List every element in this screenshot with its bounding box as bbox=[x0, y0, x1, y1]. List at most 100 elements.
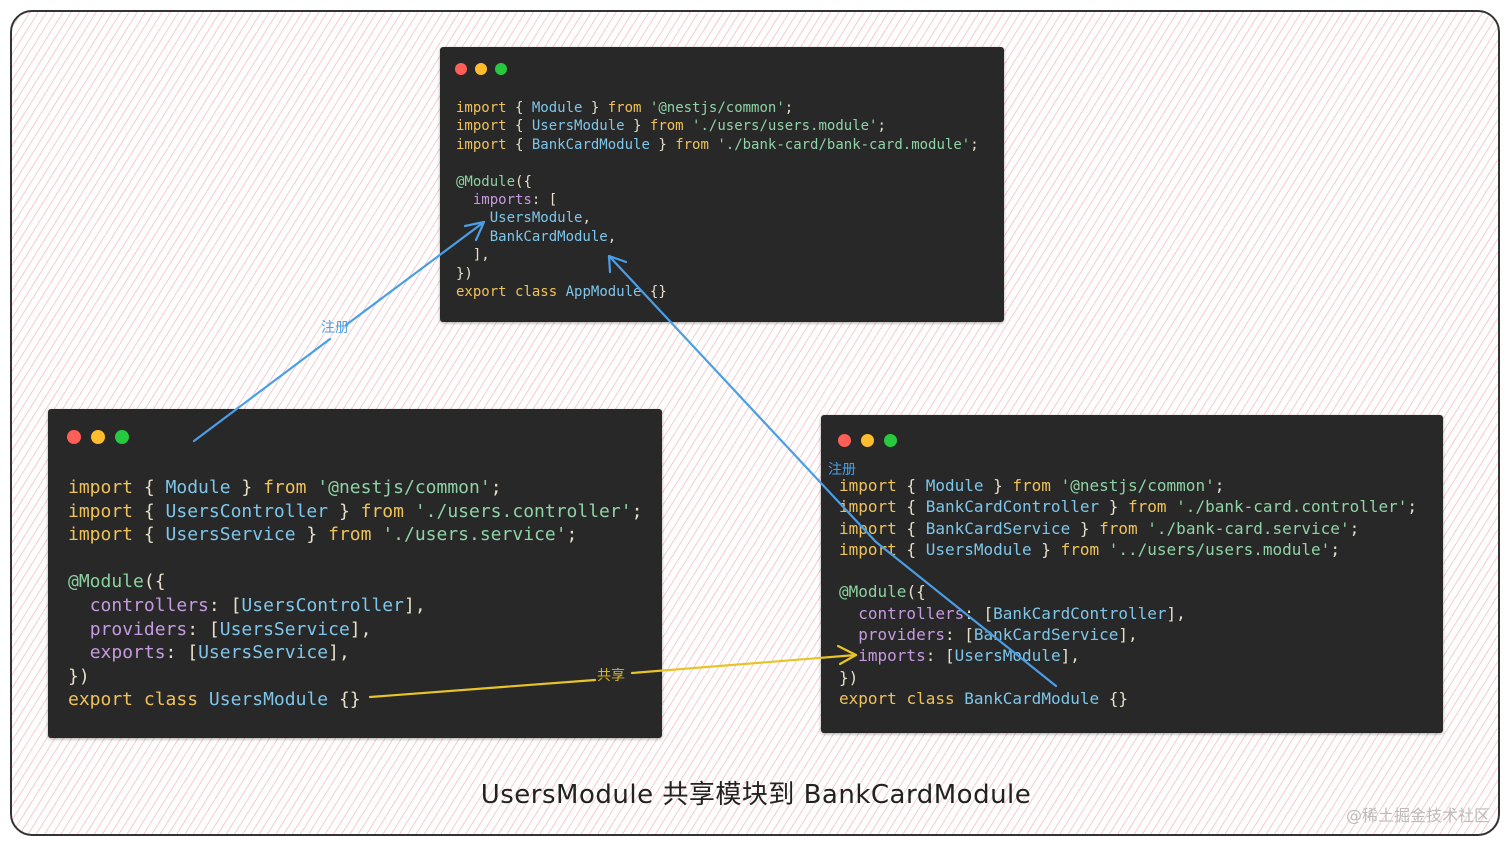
code-token: from bbox=[675, 136, 709, 153]
code-token: : [ bbox=[208, 594, 242, 616]
code-line: UsersModule, bbox=[456, 209, 979, 227]
code-line: import { Module } from '@nestjs/common'; bbox=[68, 476, 642, 500]
code-line: import { BankCardModule } from './bank-c… bbox=[456, 136, 979, 154]
code-line: }) bbox=[68, 665, 642, 689]
code-token: BankCardService bbox=[925, 518, 1071, 538]
code-token: }) bbox=[839, 667, 859, 687]
code-token: import bbox=[839, 518, 897, 538]
code-token: import bbox=[456, 136, 507, 153]
code-token: '@nestjs/common' bbox=[317, 477, 491, 498]
code-line: import { UsersModule } from '../users/us… bbox=[839, 539, 1417, 560]
code-line: @Module({ bbox=[839, 581, 1417, 602]
code-token: BankCardService bbox=[973, 625, 1119, 645]
code-token: providers bbox=[858, 625, 945, 645]
code-token: Module bbox=[165, 477, 231, 498]
code-token: } bbox=[624, 118, 650, 135]
register-users-arrow bbox=[192, 220, 486, 443]
maximize-dot-icon bbox=[495, 63, 507, 75]
code-token: './bank-card.controller' bbox=[1176, 497, 1408, 517]
code-token: AppModule bbox=[565, 284, 642, 301]
code-token: ], bbox=[456, 247, 490, 264]
code-token: } bbox=[582, 100, 608, 116]
code-token: } bbox=[295, 524, 329, 546]
code-token: ], bbox=[1166, 603, 1186, 623]
code-token: { bbox=[133, 477, 166, 498]
code-token: from bbox=[328, 524, 372, 546]
code-line: }) bbox=[456, 265, 979, 283]
code-token: { bbox=[896, 497, 926, 517]
code-token: export bbox=[456, 284, 507, 301]
code-token: UsersService bbox=[198, 642, 329, 664]
code-token: export bbox=[68, 689, 134, 711]
code-token: } bbox=[1031, 539, 1061, 559]
code-token: ; bbox=[784, 100, 794, 116]
code-token: ({ bbox=[906, 582, 926, 602]
code-token: ({ bbox=[143, 571, 166, 593]
code-token: './bank-card/bank-card.module' bbox=[717, 136, 971, 153]
code-line: BankCardModule, bbox=[456, 228, 979, 246]
code-token: from bbox=[1012, 476, 1051, 495]
maximize-dot-icon bbox=[115, 430, 129, 444]
code-token: class bbox=[143, 689, 199, 711]
code-line: exports: [UsersService], bbox=[68, 641, 642, 665]
register-bank-label: 注册 bbox=[828, 462, 856, 478]
code-line: import { Module } from '@nestjs/common'; bbox=[456, 99, 979, 117]
code-token: @Module bbox=[456, 173, 516, 190]
code-token: : [ bbox=[925, 646, 955, 666]
code-token: './bank-card.service' bbox=[1147, 518, 1350, 538]
code-token: , bbox=[607, 228, 617, 245]
code-token: ; bbox=[970, 136, 979, 153]
code-token: { bbox=[506, 118, 532, 135]
code-token: BankCardModule bbox=[964, 688, 1100, 708]
code-line: import { UsersController } from './users… bbox=[68, 500, 642, 524]
code-token: import bbox=[839, 476, 897, 495]
users-module-code-window: import { Module } from '@nestjs/common';… bbox=[48, 409, 662, 738]
code-token: ], bbox=[349, 618, 372, 640]
watermark: @稀土掘金技术社区 bbox=[1345, 806, 1490, 825]
code-token: from bbox=[1060, 539, 1100, 559]
code-token: ], bbox=[328, 642, 350, 664]
share-label: 共享 bbox=[597, 668, 625, 684]
code-token: UsersModule bbox=[954, 646, 1061, 666]
code-token: @Module bbox=[68, 571, 144, 593]
code-token: Module bbox=[925, 476, 984, 495]
app-module-code: import { Module } from '@nestjs/common';… bbox=[456, 99, 979, 301]
code-token: controllers bbox=[89, 594, 209, 616]
code-token: '@nestjs/common' bbox=[1060, 476, 1215, 495]
code-token: from bbox=[1128, 497, 1167, 517]
code-token: { bbox=[133, 500, 166, 522]
code-token: import bbox=[68, 500, 134, 522]
code-line: import { UsersModule } from './users/use… bbox=[456, 117, 979, 135]
code-token: } bbox=[649, 136, 676, 153]
code-token: ; bbox=[1349, 518, 1360, 538]
code-token: exports bbox=[89, 642, 166, 664]
code-token: import bbox=[456, 118, 507, 135]
code-token: import bbox=[839, 539, 897, 559]
code-line: @Module({ bbox=[68, 570, 642, 594]
code-token: '@nestjs/common' bbox=[649, 100, 785, 116]
code-token: from bbox=[360, 500, 404, 522]
code-token: { bbox=[896, 476, 926, 495]
diagram-caption: UsersModule 共享模块到 BankCardModule bbox=[480, 780, 1032, 810]
code-token: BankCardController bbox=[993, 603, 1167, 623]
code-token: {} bbox=[1099, 688, 1129, 708]
code-token: ({ bbox=[515, 173, 532, 190]
code-line: export class AppModule {} bbox=[456, 283, 979, 301]
code-token: from bbox=[607, 100, 642, 116]
code-line: imports: [ bbox=[456, 191, 979, 209]
code-token: UsersModule bbox=[489, 210, 583, 227]
code-token: BankCardModule bbox=[489, 228, 608, 245]
code-token: controllers bbox=[858, 603, 965, 623]
close-dot-icon bbox=[455, 63, 467, 75]
code-token: UsersModule bbox=[531, 118, 625, 135]
code-token: providers bbox=[89, 618, 188, 640]
users-module-code: import { Module } from '@nestjs/common';… bbox=[68, 476, 642, 712]
code-token: import bbox=[68, 524, 134, 546]
code-token: { bbox=[896, 539, 926, 559]
code-token: imports bbox=[472, 192, 532, 209]
close-dot-icon bbox=[838, 434, 851, 447]
code-token: from bbox=[1099, 518, 1138, 538]
code-line: providers: [BankCardService], bbox=[839, 624, 1417, 645]
code-token: : [ bbox=[944, 625, 974, 645]
window-controls bbox=[455, 63, 515, 75]
